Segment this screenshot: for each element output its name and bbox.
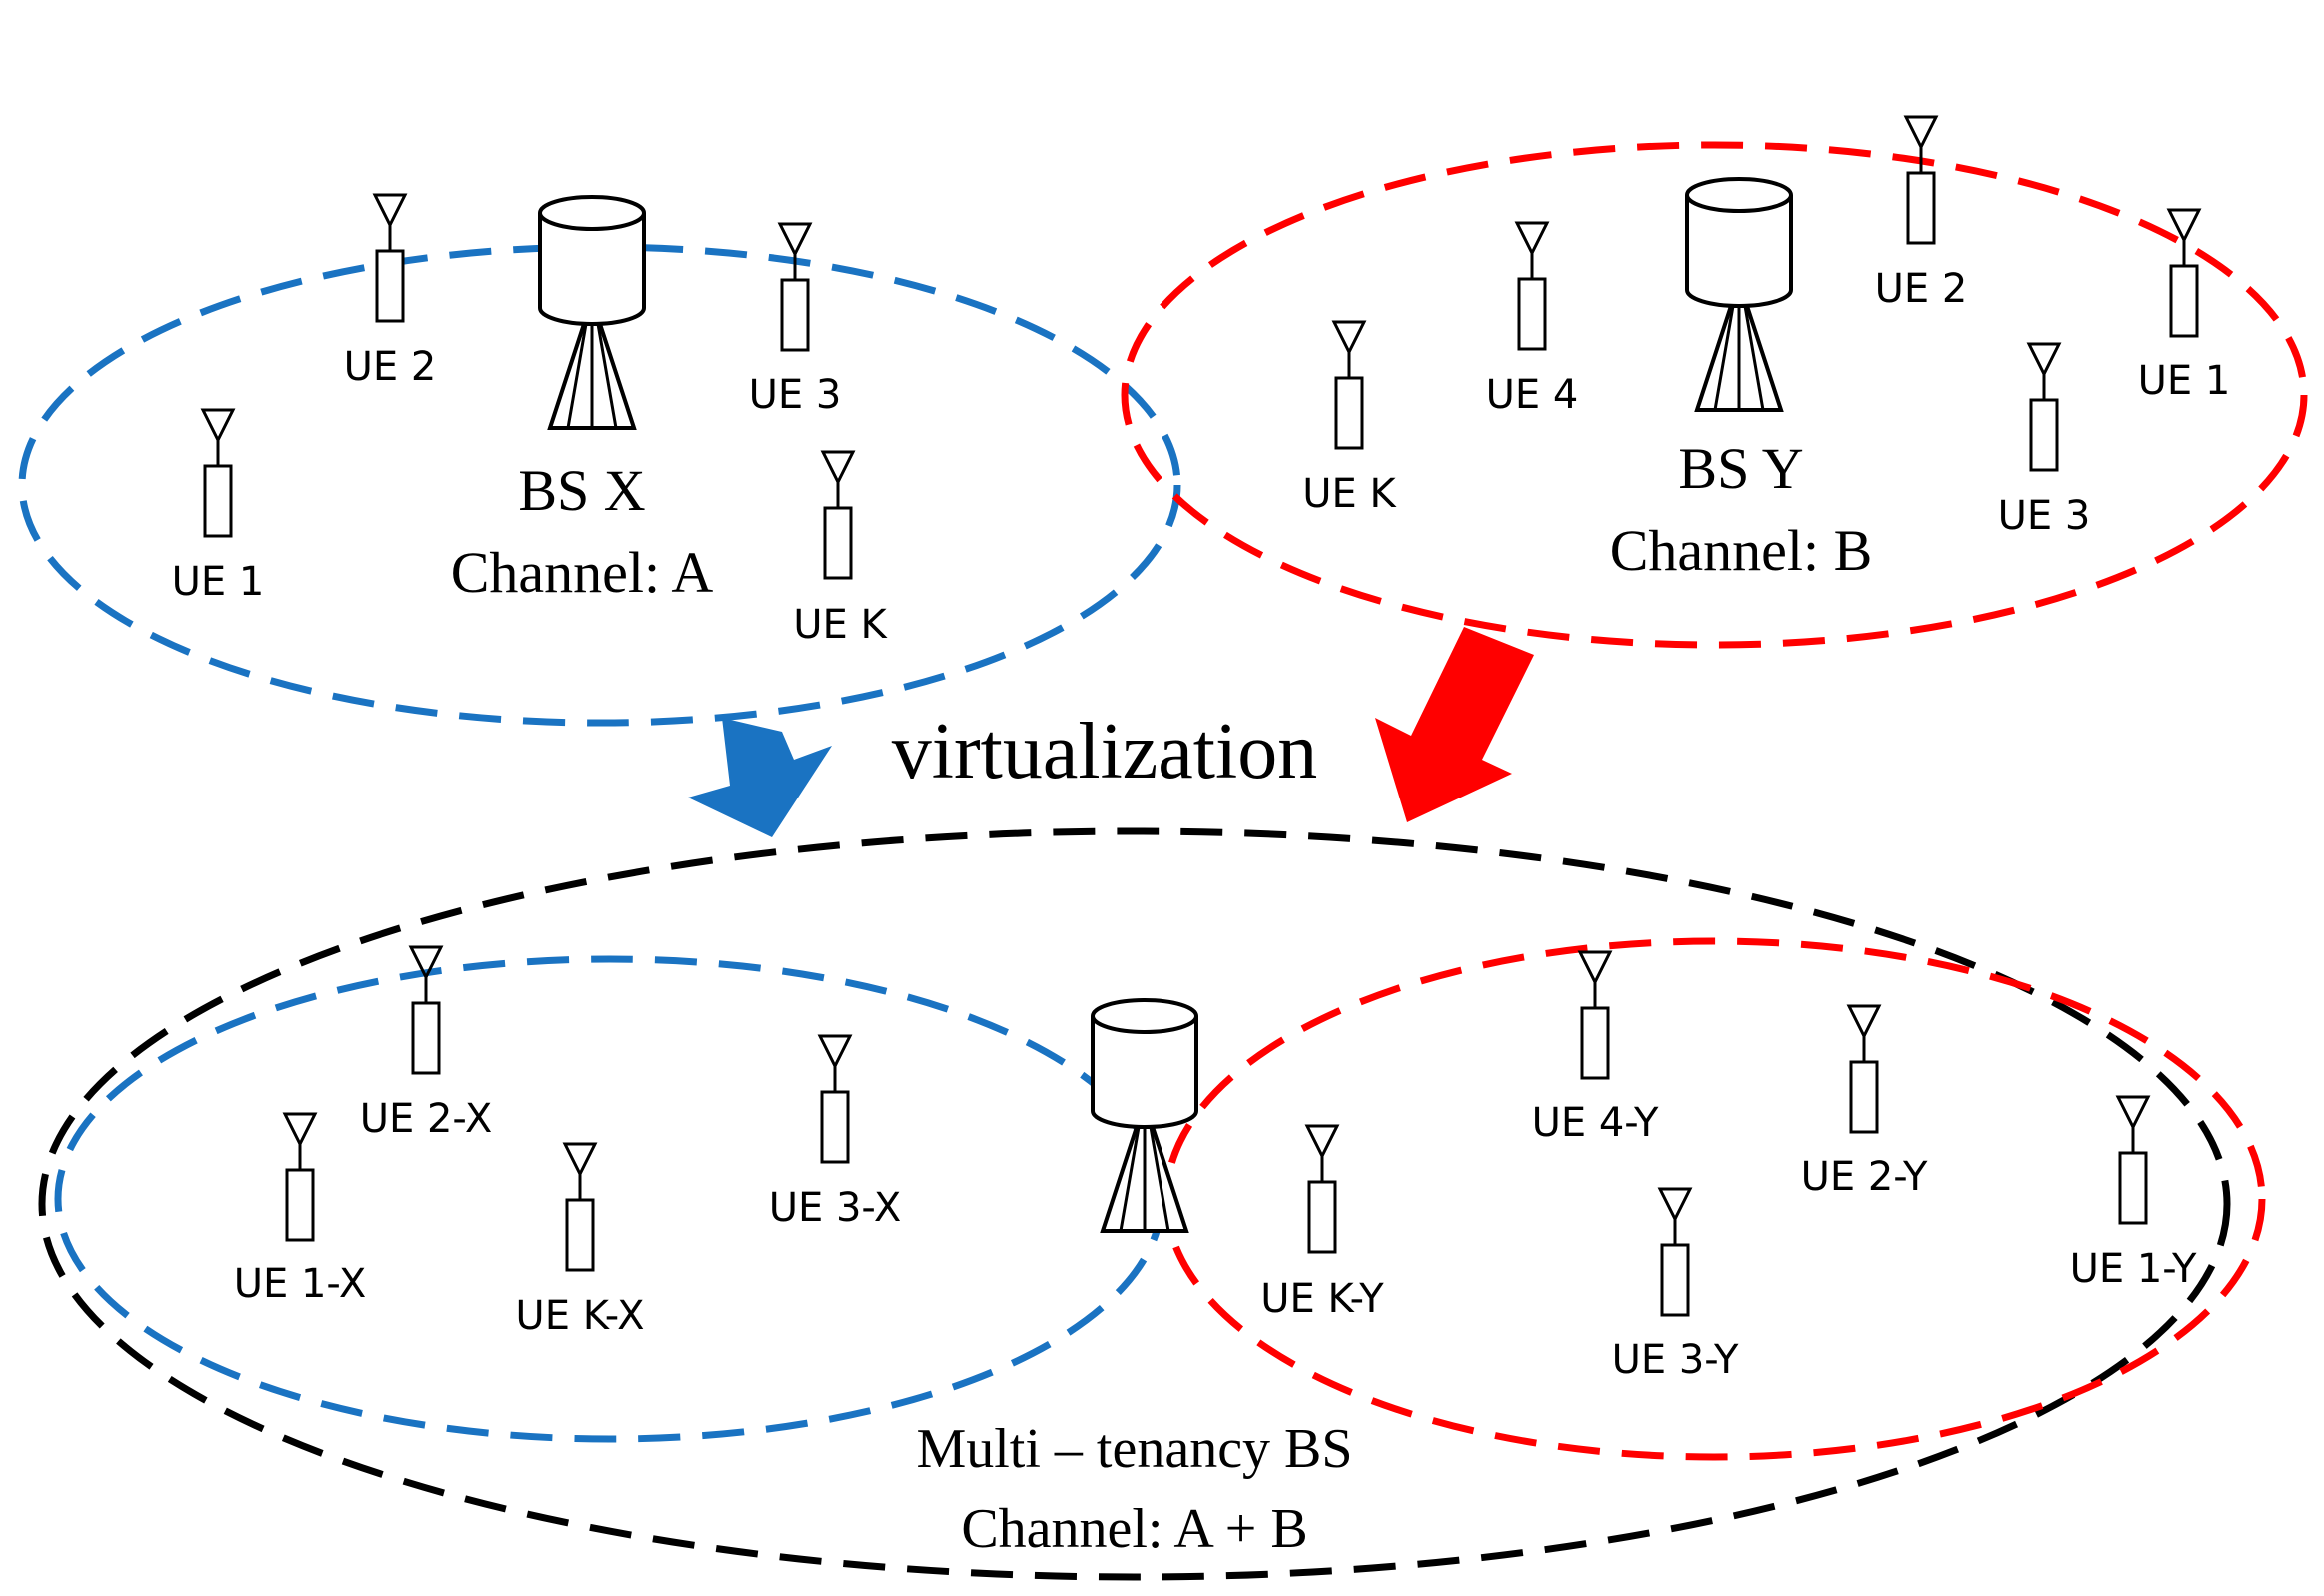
bs-y-tower-icon xyxy=(1685,177,1793,412)
slice-y-ue-1-label: UE 1-Y xyxy=(2070,1246,2197,1292)
bs-x-ue-1-icon xyxy=(201,408,235,538)
bs-y-coverage xyxy=(1121,141,2308,649)
slice-x-ue-3-label: UE 3-X xyxy=(769,1185,902,1231)
bs-y-ue-2-icon xyxy=(1904,115,1938,245)
slice-y-ue-4-icon xyxy=(1578,950,1612,1080)
bs-x-channel: Channel: A xyxy=(451,540,714,605)
bs-x-ue-k-label: UE K xyxy=(793,602,888,648)
bs-y-ue-3-label: UE 3 xyxy=(1998,493,2091,539)
slice-x-ue-3-icon xyxy=(818,1034,852,1164)
bs-y-ue-1-icon xyxy=(2167,208,2201,338)
bs-y-ue-4-icon xyxy=(1515,221,1549,351)
multi-tenancy-tower-icon xyxy=(1091,998,1198,1233)
bs-y-ue-k-label: UE K xyxy=(1302,471,1397,517)
bs-x-ue-2-label: UE 2 xyxy=(344,344,437,390)
slice-x-ue-k-label: UE K-X xyxy=(515,1293,644,1339)
multi-tenancy-label: Multi – tenancy BS xyxy=(916,1418,1352,1480)
slice-x-ue-k-icon xyxy=(563,1142,597,1272)
virtualization-label: virtualization xyxy=(892,708,1318,796)
slice-x-ue-2-label: UE 2-X xyxy=(360,1096,493,1142)
slice-y-ue-2-label: UE 2-Y xyxy=(1801,1154,1928,1200)
bs-y-label: BS Y xyxy=(1678,436,1803,501)
bs-y-ue-4-label: UE 4 xyxy=(1486,372,1579,418)
bs-x-ue-3-label: UE 3 xyxy=(749,372,842,418)
bs-x-ue-k-icon xyxy=(821,450,855,580)
blue-arrow-icon xyxy=(688,718,832,837)
bs-x-label: BS X xyxy=(518,458,645,523)
bs-y-ue-1-label: UE 1 xyxy=(2138,358,2231,404)
multi-tenancy-channel: Channel: A + B xyxy=(961,1498,1307,1560)
bs-y-ue-2-label: UE 2 xyxy=(1875,266,1968,312)
slice-y-ue-3-label: UE 3-Y xyxy=(1612,1337,1739,1383)
bs-x-ue-2-icon xyxy=(373,193,407,323)
slice-x-ue-1-label: UE 1-X xyxy=(234,1261,367,1307)
slice-x-ue-2-icon xyxy=(409,945,443,1075)
slice-y-ue-k-label: UE K-Y xyxy=(1260,1276,1384,1322)
bs-x-ue-3-icon xyxy=(778,222,812,352)
bs-y-channel: Channel: B xyxy=(1610,518,1873,583)
slice-y-ue-2-icon xyxy=(1847,1004,1881,1134)
slice-y-ue-k-icon xyxy=(1305,1124,1339,1254)
slice-y-ue-3-icon xyxy=(1658,1187,1692,1317)
slice-x-ue-1-icon xyxy=(283,1112,317,1242)
slice-y-ue-1-icon xyxy=(2116,1095,2150,1225)
bs-y-ue-3-icon xyxy=(2027,342,2061,472)
bs-y-ue-k-icon xyxy=(1332,320,1366,450)
slice-x-coverage xyxy=(54,955,1165,1443)
red-arrow-icon xyxy=(1375,627,1534,822)
slice-y-ue-4-label: UE 4-Y xyxy=(1532,1100,1659,1146)
multi-tenancy-coverage xyxy=(38,827,2231,1581)
bs-x-tower-icon xyxy=(538,195,646,430)
bs-x-ue-1-label: UE 1 xyxy=(172,559,265,605)
